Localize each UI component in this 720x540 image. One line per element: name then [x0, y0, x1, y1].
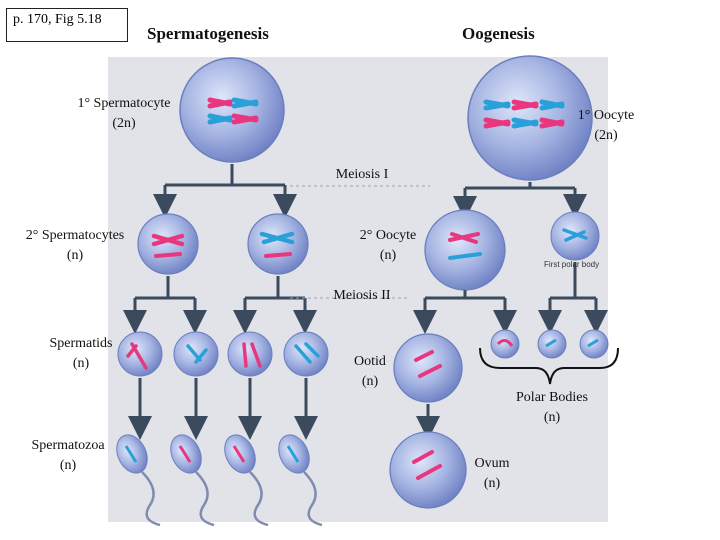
ootid-cell — [393, 333, 463, 403]
secondary-spermatocyte-cell-1 — [137, 213, 199, 275]
page-reference: p. 170, Fig 5.18 — [6, 8, 128, 42]
title-spermatogenesis: Spermatogenesis — [147, 24, 269, 43]
label-primary-oocyte: 1° Oocyte (2n) — [577, 108, 635, 143]
label-spermatids: Spermatids (n) — [49, 336, 113, 371]
label-meiosis-1: Meiosis I — [335, 167, 389, 182]
label-polar-bodies: Polar Bodies (n) — [516, 390, 588, 425]
label-meiosis-2: Meiosis II — [333, 288, 391, 303]
label-ootid: Ootid (n) — [354, 354, 386, 389]
spermatogenesis-branch — [116, 57, 329, 527]
secondary-spermatocyte-cell-2 — [247, 213, 309, 275]
label-secondary-oocyte: 2° Oocyte (n) — [359, 228, 417, 263]
oogenesis-branch — [389, 55, 619, 509]
polar-body-cells — [490, 329, 609, 359]
label-spermatozoa: Spermatozoa (n) — [31, 438, 105, 473]
label-ovum: Ovum (n) — [474, 456, 510, 491]
label-primary-spermatocyte: 1° Spermatocyte (2n) — [77, 96, 171, 131]
primary-spermatocyte-chromosomes — [207, 97, 259, 125]
label-first-polar-body: First polar body — [544, 260, 600, 269]
primary-spermatocyte-cell — [179, 57, 285, 163]
spermatozoa-cells — [116, 434, 323, 527]
spermatid-cells — [117, 331, 329, 377]
title-oogenesis: Oogenesis — [462, 24, 535, 43]
ovum-cell — [389, 431, 467, 509]
polar-bodies-brace — [479, 347, 619, 385]
secondary-oocyte-cell — [424, 209, 506, 291]
primary-oocyte-cell — [467, 55, 593, 181]
label-secondary-spermatocytes: 2° Spermatocytes (n) — [25, 228, 125, 263]
